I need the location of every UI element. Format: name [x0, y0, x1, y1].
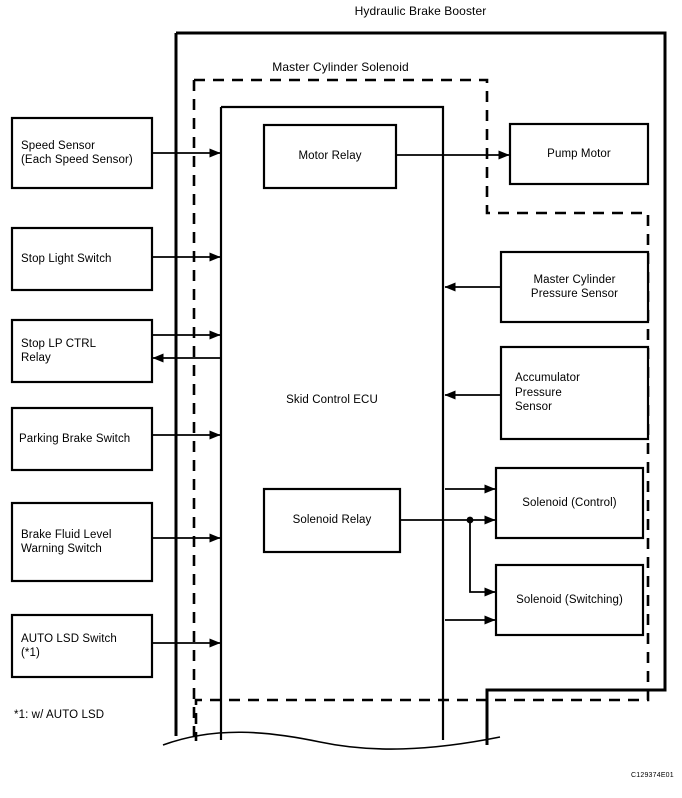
- internal-relay-boxes: [262, 123, 402, 554]
- master-cylinder-solenoid-boundary: [192, 78, 650, 741]
- label-motor-relay: Motor Relay: [298, 150, 362, 163]
- arrow-solenoid-relay-branch-to-solenoid-switching: [469, 520, 496, 597]
- box-accumulator-pressure-sensor: [499, 345, 650, 441]
- box-speed-sensor: [10, 116, 154, 190]
- label-solenoid-control: Solenoid (Control): [522, 496, 617, 509]
- box-master-cylinder-pressure-sensor: [499, 250, 650, 324]
- label-brake-fluid-level-warning-switch: Brake Fluid Level Warning Switch: [21, 528, 112, 556]
- reference-code: C129374E01: [631, 772, 674, 779]
- box-stop-light-switch: [10, 226, 154, 292]
- bottom-break-line: [162, 731, 501, 750]
- output-boxes: [494, 122, 650, 637]
- box-solenoid-relay: [262, 487, 402, 554]
- junction-dot: [466, 516, 474, 524]
- master-cylinder-solenoid-title: Master Cylinder Solenoid: [272, 60, 409, 74]
- box-solenoid-control: [494, 466, 645, 540]
- box-brake-fluid-level-warning-switch: [10, 501, 154, 583]
- label-accumulator-pressure-sensor: Accumulator Pressure Sensor: [515, 372, 581, 414]
- box-pump-motor: [508, 122, 650, 186]
- label-master-cylinder-pressure-sensor: Master Cylinder Pressure Sensor: [530, 273, 619, 301]
- box-motor-relay: [262, 123, 398, 190]
- skid-control-ecu-label: Skid Control ECU: [286, 393, 378, 406]
- label-stop-light-switch: Stop Light Switch: [21, 252, 112, 265]
- label-stop-lp-ctrl-relay: Stop LP CTRL Relay: [21, 337, 97, 365]
- box-auto-lsd-switch: [10, 613, 154, 679]
- connector-arrows: [152, 148, 510, 648]
- box-parking-brake-switch: [10, 406, 154, 472]
- input-boxes: [10, 116, 154, 679]
- label-speed-sensor: Speed Sensor (Each Speed Sensor): [21, 139, 133, 167]
- skid-control-ecu-box: [219, 105, 445, 740]
- label-solenoid-switching: Solenoid (Switching): [516, 593, 623, 606]
- hydraulic-brake-booster-boundary: [174, 31, 667, 745]
- label-pump-motor: Pump Motor: [547, 147, 611, 160]
- box-stop-lp-ctrl-relay: [10, 318, 154, 384]
- box-solenoid-switching: [494, 563, 645, 637]
- label-parking-brake-switch: Parking Brake Switch: [19, 432, 131, 445]
- page-title: Hydraulic Brake Booster: [354, 4, 487, 18]
- label-auto-lsd-switch: AUTO LSD Switch (*1): [21, 632, 117, 660]
- label-solenoid-relay: Solenoid Relay: [292, 514, 372, 527]
- footnote-auto-lsd: *1: w/ AUTO LSD: [14, 709, 105, 721]
